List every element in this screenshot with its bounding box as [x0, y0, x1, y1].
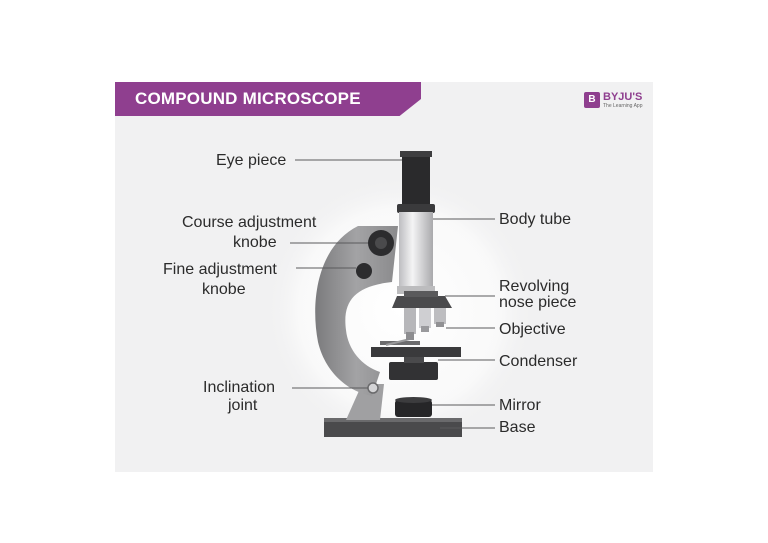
brand-tagline: The Learning App	[603, 103, 643, 109]
mirror-top-shape	[395, 397, 432, 403]
stage-clip-shape	[380, 341, 420, 345]
stage-shape	[371, 347, 461, 357]
eye-piece-rim-shape	[400, 151, 432, 157]
label-base: Base	[499, 419, 536, 436]
course-knob-inner-shape	[375, 237, 387, 249]
label-mirror: Mirror	[499, 397, 541, 414]
condenser-stem-shape	[404, 357, 424, 363]
nose-piece-plate-shape	[404, 291, 438, 297]
base-shape	[324, 420, 462, 437]
objective-middle-tip-shape	[421, 326, 429, 332]
title-banner: COMPOUND MICROSCOPE	[115, 82, 421, 116]
label-revolving-line1: Revolving	[499, 278, 570, 295]
label-inclination-line1: Inclination	[203, 379, 276, 396]
label-course-adjustment-line2: knobe	[233, 234, 277, 251]
body-tube-shape	[399, 212, 433, 294]
brand-logo-icon: B	[584, 92, 600, 108]
objective-right-tip-shape	[436, 322, 444, 327]
fine-knob-shape	[356, 263, 372, 279]
nose-piece-shape	[392, 296, 452, 308]
condenser-shape	[389, 362, 438, 380]
objective-left-shape	[404, 308, 416, 334]
eye-piece-collar-shape	[397, 204, 435, 213]
label-condenser: Condenser	[499, 353, 578, 370]
eye-piece-shape	[402, 152, 430, 208]
label-fine-adjustment-line2: knobe	[202, 281, 246, 298]
label-fine-adjustment-line1: Fine adjustment	[163, 261, 277, 278]
label-inclination-line2: joint	[228, 397, 258, 414]
label-eye-piece: Eye piece	[216, 152, 287, 169]
label-course-adjustment-line1: Course adjustment	[182, 214, 317, 231]
inclination-joint-shape	[367, 382, 379, 394]
label-revolving-line2: nose piece	[499, 294, 577, 311]
label-objective: Objective	[499, 321, 566, 338]
objective-left-tip-shape	[406, 332, 414, 340]
brand-name: BYJU'S	[603, 91, 643, 103]
label-body-tube: Body tube	[499, 211, 572, 228]
base-top-shape	[324, 418, 462, 422]
objective-right-shape	[434, 308, 446, 324]
body-tube-band-shape	[397, 286, 435, 294]
objective-middle-shape	[419, 308, 431, 328]
mirror-shape	[395, 400, 432, 417]
